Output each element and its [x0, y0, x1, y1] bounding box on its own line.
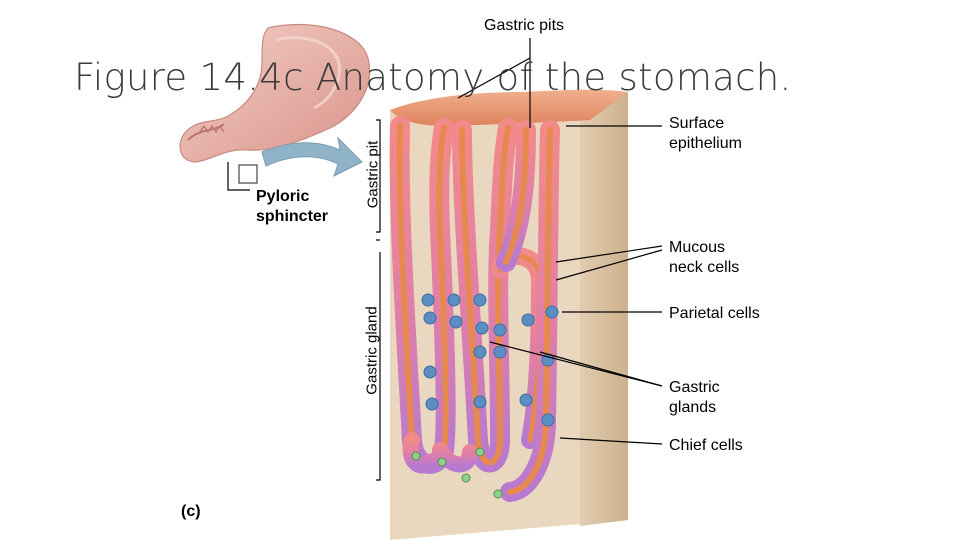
label-gastric-pits: Gastric pits: [484, 17, 565, 34]
chief-cells-drawing: [411, 447, 503, 499]
label-gastric-glands-line2: glands: [669, 399, 717, 416]
stomach-drawing: [179, 23, 371, 184]
parietal-cells-drawing: [421, 293, 559, 427]
label-gastric-glands-line1: Gastric: [669, 379, 720, 396]
magnify-arrow: [261, 136, 363, 177]
label-parietal-cells: Parietal cells: [669, 305, 760, 322]
label-mucous-neck-cells-line2: neck cells: [669, 259, 740, 276]
label-gastric-pit: Gastric pit: [364, 140, 382, 209]
label-surface-epithelium-line1: Surface: [669, 115, 725, 132]
label-pyloric-sphincter-line1: Pyloric: [256, 188, 310, 205]
slide-title: Figure 14.4c Anatomy of the stomach.: [74, 56, 792, 99]
label-pyloric-sphincter-line2: sphincter: [256, 208, 329, 225]
panel-letter: (c): [181, 503, 201, 520]
label-mucous-neck-cells-line1: Mucous: [669, 239, 726, 256]
label-gastric-gland: Gastric gland: [363, 306, 381, 395]
label-chief-cells: Chief cells: [669, 437, 743, 454]
label-surface-epithelium-line2: epithelium: [669, 135, 742, 152]
